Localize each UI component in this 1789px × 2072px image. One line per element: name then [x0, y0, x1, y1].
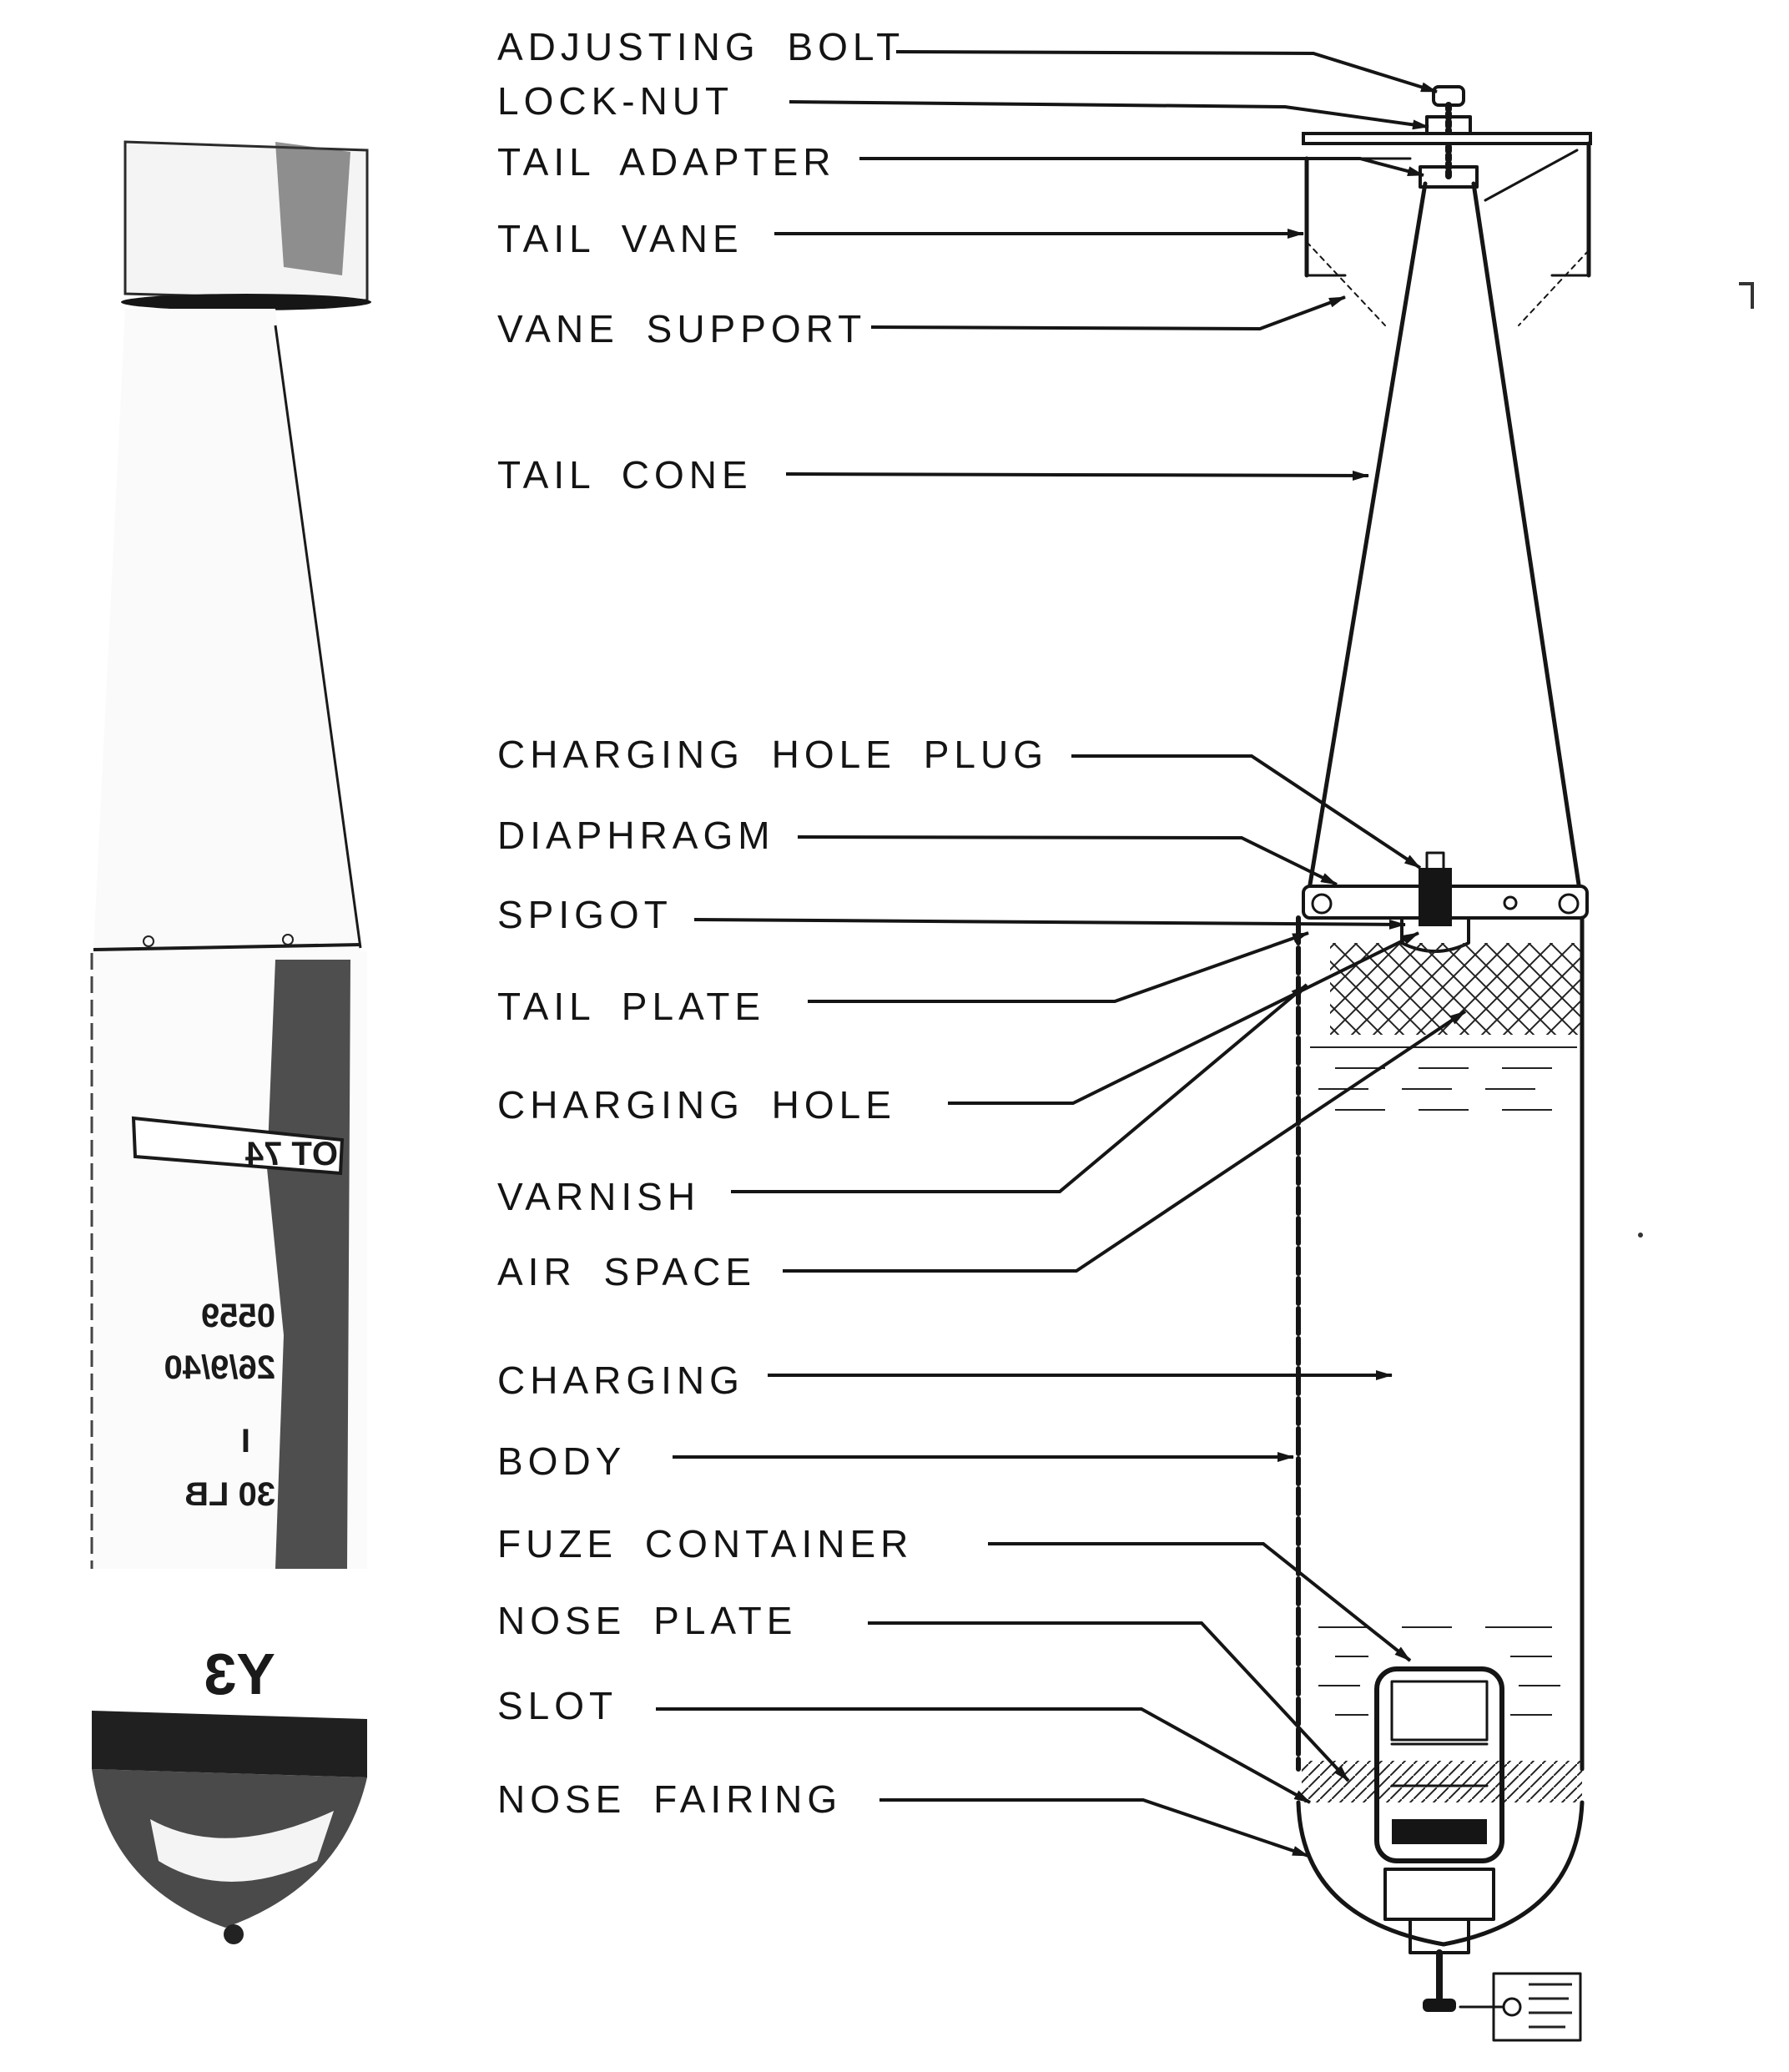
corner-mark	[1739, 282, 1754, 309]
label-fuze-container: FUZE CONTAINER	[497, 1522, 913, 1565]
label-varnish: VARNISH	[497, 1175, 700, 1218]
tail-cone-right	[1471, 181, 1581, 887]
photo-weight: 30 LB	[184, 1476, 275, 1513]
leader-nose-fairing	[879, 1798, 1309, 1858]
leader-varnish	[731, 983, 1308, 1193]
photo-code: Y3	[204, 1641, 275, 1707]
label-adjusting-bolt: ADJUSTING BOLT	[497, 25, 905, 68]
leader-fuze-container	[988, 1542, 1412, 1662]
photo-date: 26/9/40	[164, 1349, 275, 1386]
nose-plate-shape	[1302, 1761, 1582, 1802]
sectional-drawing	[1296, 85, 1592, 2042]
photo-serial: 0559	[201, 1298, 275, 1334]
leader-diaphragm	[797, 835, 1338, 886]
label-lock-nut: LOCK-NUT	[497, 79, 733, 123]
leader-tail-cone	[785, 470, 1369, 481]
leader-tail-plate	[808, 931, 1309, 1003]
photo-mark: I	[241, 1423, 250, 1459]
label-nose-plate: NOSE PLATE	[497, 1599, 797, 1642]
leader-nose-plate	[868, 1621, 1350, 1782]
fuze-container-shape	[1374, 1666, 1504, 1863]
label-tail-vane: TAIL VANE	[497, 217, 743, 260]
leader-lines	[656, 50, 1467, 1858]
photo-stencil: OT 74	[244, 1136, 338, 1172]
liquid-dashes	[1310, 1046, 1577, 1716]
nose-fairing-shape	[1296, 1800, 1585, 1947]
speck	[1638, 1233, 1643, 1238]
charging-hole-plug-shape	[1419, 868, 1452, 926]
label-slot: SLOT	[497, 1684, 617, 1727]
leader-adjusting-bolt	[895, 50, 1438, 93]
label-body: BODY	[497, 1439, 626, 1483]
label-air-space: AIR SPACE	[497, 1250, 756, 1293]
label-vane-support: VANE SUPPORT	[497, 307, 866, 350]
leader-charging-hole-plug	[1071, 754, 1422, 870]
photo-stencil-text: OT 74 0559 26/9/40 I 30 LB Y3	[164, 1136, 338, 1707]
label-diaphragm: DIAPHRAGM	[497, 814, 775, 857]
leader-air-space	[783, 1010, 1467, 1273]
tail-vane-top	[1302, 132, 1592, 145]
leader-tail-adapter	[859, 157, 1424, 177]
label-tail-adapter: TAIL ADAPTER	[497, 140, 836, 184]
label-charging: CHARGING	[497, 1359, 744, 1402]
leader-slot	[656, 1707, 1311, 1804]
label-spigot: SPIGOT	[497, 893, 673, 936]
label-charging-hole-plug: CHARGING HOLE PLUG	[497, 733, 1048, 776]
bomb-photograph: OT 74 0559 26/9/40 I 30 LB Y3	[90, 140, 371, 1944]
label-tail-cone: TAIL CONE	[497, 453, 753, 497]
leader-vane-support	[870, 295, 1346, 331]
tail-adapter-shape	[1419, 165, 1479, 189]
labels: ADJUSTING BOLT LOCK-NUT TAIL ADAPTER TAI…	[497, 25, 1048, 1821]
label-nose-fairing: NOSE FAIRING	[497, 1777, 842, 1821]
label-tail-plate: TAIL PLATE	[497, 985, 765, 1028]
label-charging-hole: CHARGING HOLE	[497, 1083, 896, 1127]
leader-spigot	[693, 918, 1406, 930]
tail-cone-left	[1308, 181, 1428, 887]
leader-lock-nut	[789, 100, 1429, 130]
